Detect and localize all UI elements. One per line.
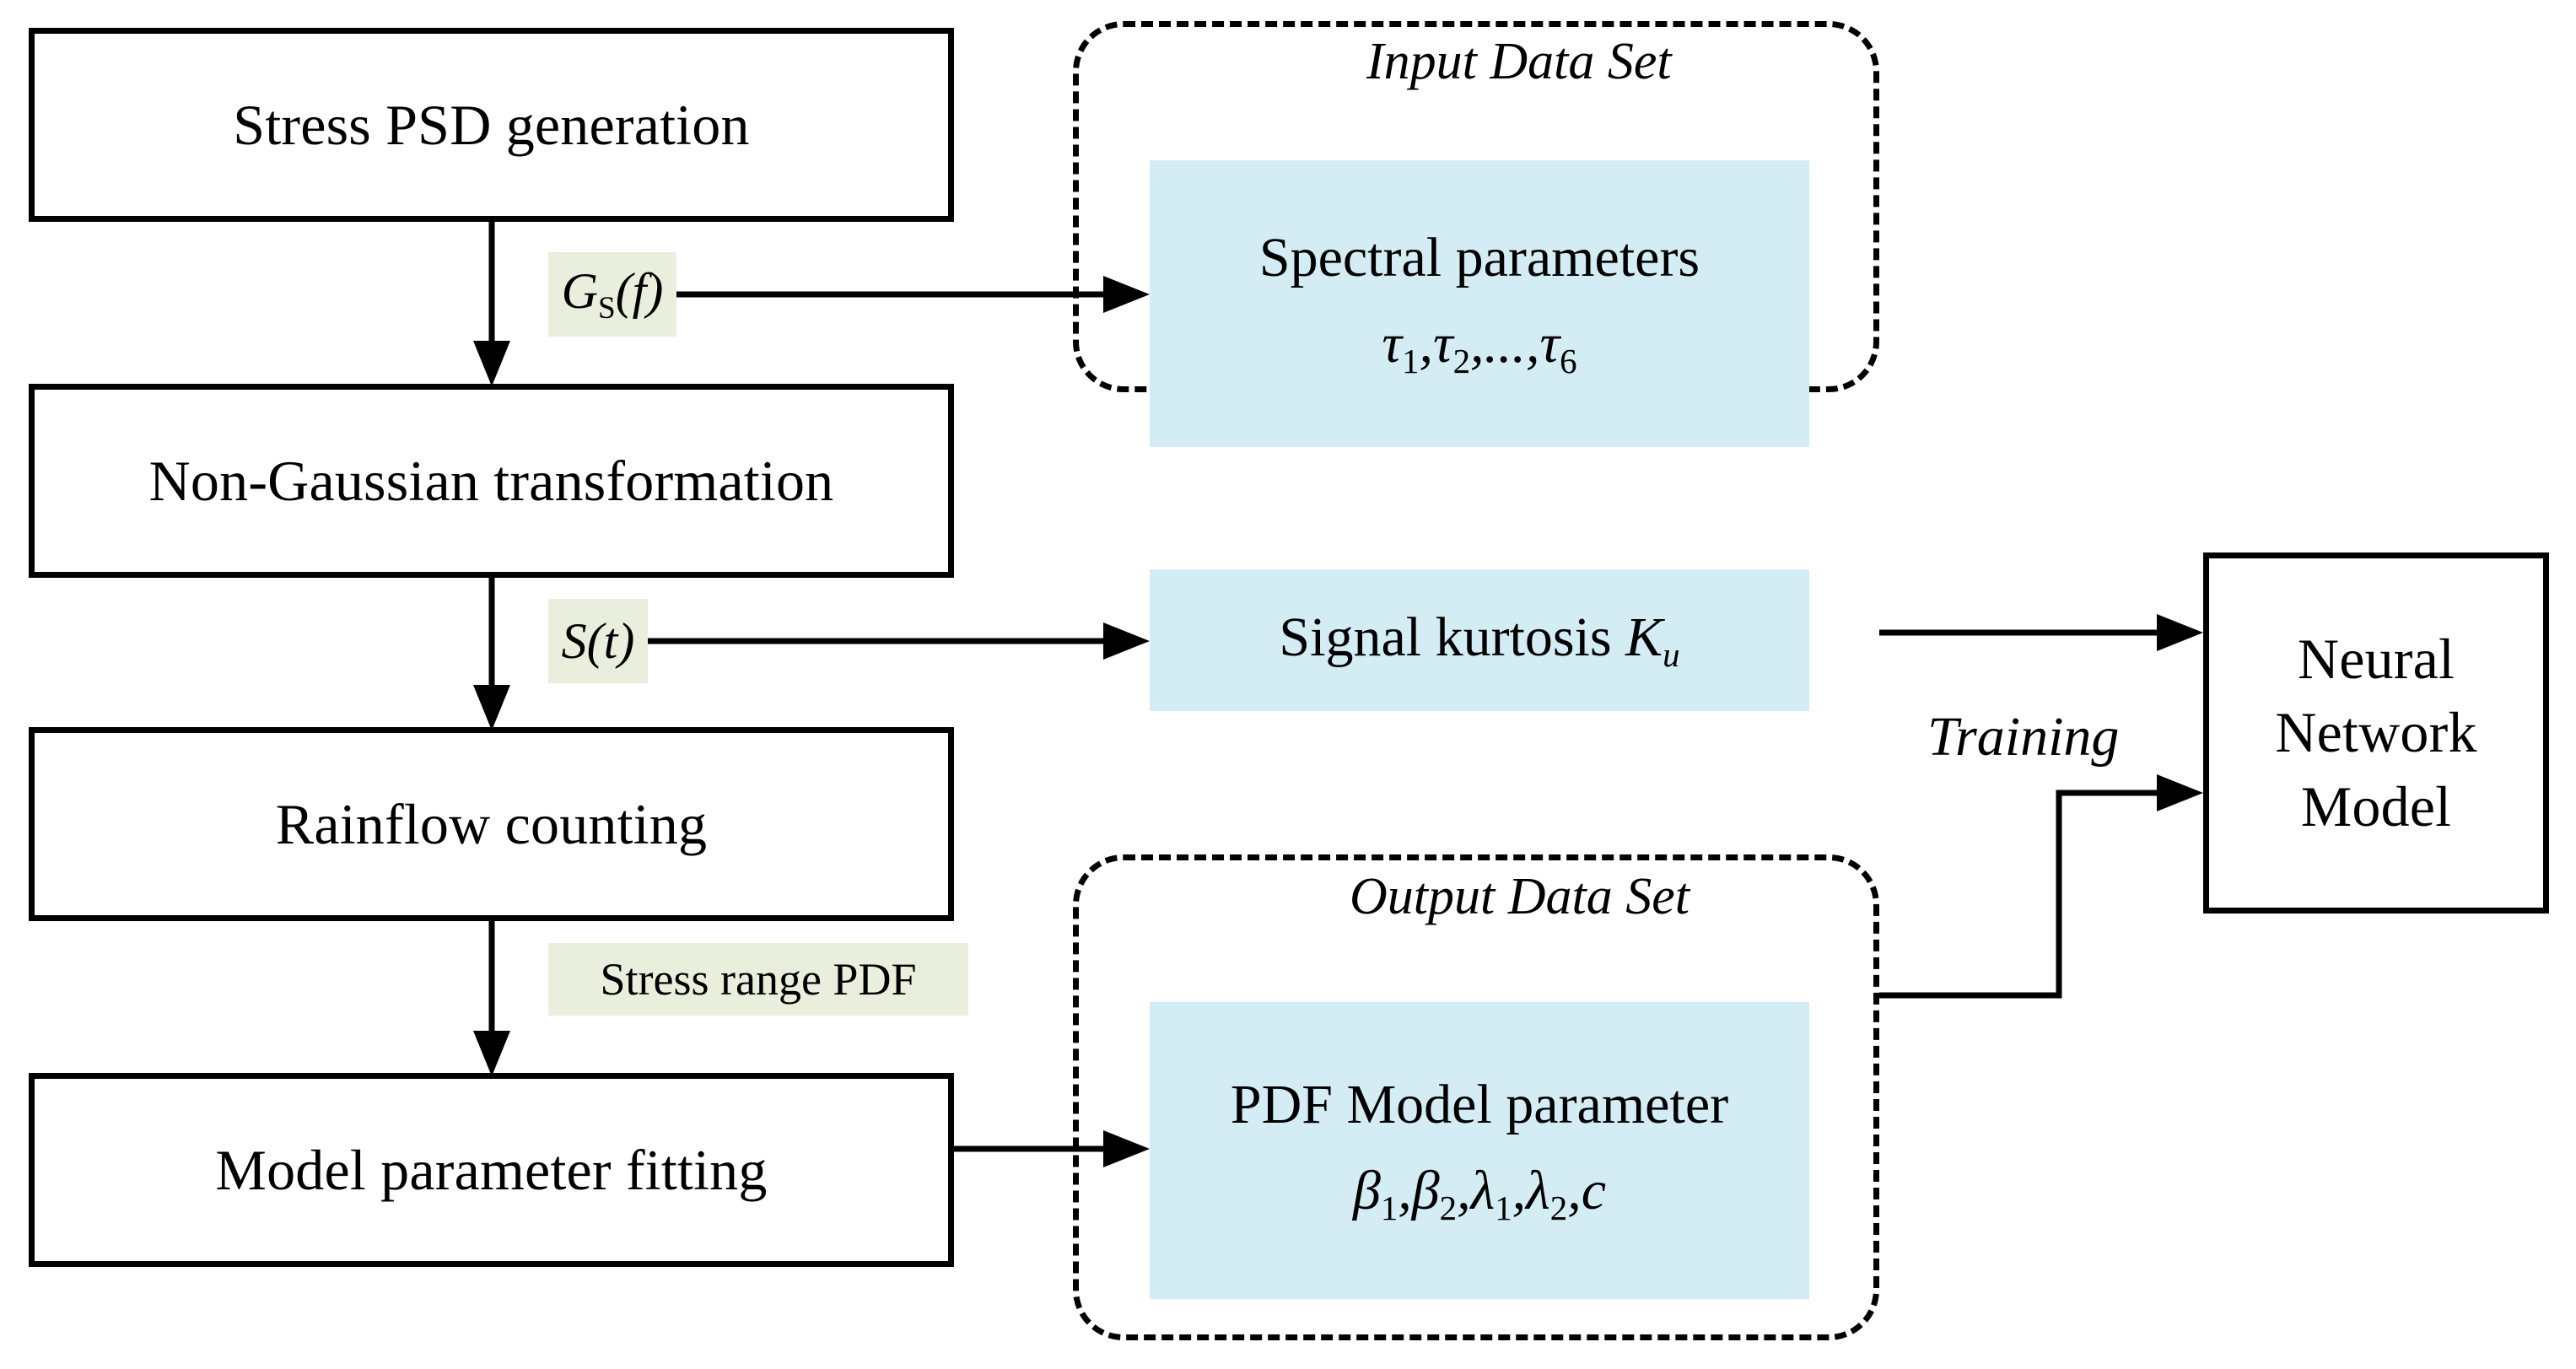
process-box-stress-psd-generation[interactable]: Stress PSD generation [29,28,954,222]
group-title-output-data-set: Output Data Set [1350,868,1689,925]
edge-label-s-t: S(t) [548,599,648,683]
edge-label-stress-range-pdf: Stress range PDF [548,943,968,1016]
data-box-line-1: PDF Model parameter [1230,1073,1729,1135]
process-box-label: Model parameter fitting [215,1137,768,1202]
process-box-rainflow-counting[interactable]: Rainflow counting [29,727,954,921]
data-box-pdf-model-parameter[interactable]: PDF Model parameter β1,β2,λ1,λ2,c [1150,1002,1809,1299]
data-box-line-1: Signal kurtosis Ku [1279,606,1680,675]
edge-label-gs-f: GS(f) [548,252,676,337]
arrowhead-fit-to-pdfparams [1103,1130,1150,1167]
arrowhead-psd-to-ngt [473,341,510,386]
process-box-model-parameter-fitting[interactable]: Model parameter fitting [29,1073,954,1267]
process-box-label: Rainflow counting [275,791,708,856]
process-box-label: Stress PSD generation [233,92,750,157]
group-output-data-set [1073,854,1879,1340]
process-box-label: Non-Gaussian transformation [148,448,834,513]
edge-label-text: Stress range PDF [600,954,917,1005]
arrowhead-ngt-to-rainflow [473,685,510,730]
process-box-label: Neural Network Model [2275,627,2477,838]
arrowhead-gs-to-spectral [1103,276,1150,313]
process-box-neural-network-model[interactable]: Neural Network Model [2203,552,2549,914]
group-title-input-data-set: Input Data Set [1366,33,1672,90]
process-box-non-gaussian-transformation[interactable]: Non-Gaussian transformation [29,384,954,578]
edge-label-training: Training [1927,705,2119,769]
wire-output-to-nn [1879,790,2176,999]
arrowhead-input-to-nn [2157,614,2203,651]
edge-label-text: GS(f) [561,263,664,326]
data-box-spectral-parameters[interactable]: Spectral parameters τ1,τ2,...,τ6 [1150,160,1809,447]
data-box-line-2: τ1,τ2,...,τ6 [1382,312,1577,381]
edge-label-text: S(t) [561,612,635,669]
data-box-signal-kurtosis[interactable]: Signal kurtosis Ku [1150,569,1809,711]
arrowhead-rainflow-to-fit [473,1031,510,1076]
arrowhead-st-to-kurtosis [1103,623,1150,660]
data-box-line-2: β1,β2,λ1,λ2,c [1352,1159,1607,1228]
arrowhead-output-to-nn [2157,774,2203,811]
data-box-line-1: Spectral parameters [1258,226,1700,288]
edge-label-text: Training [1927,706,2120,768]
